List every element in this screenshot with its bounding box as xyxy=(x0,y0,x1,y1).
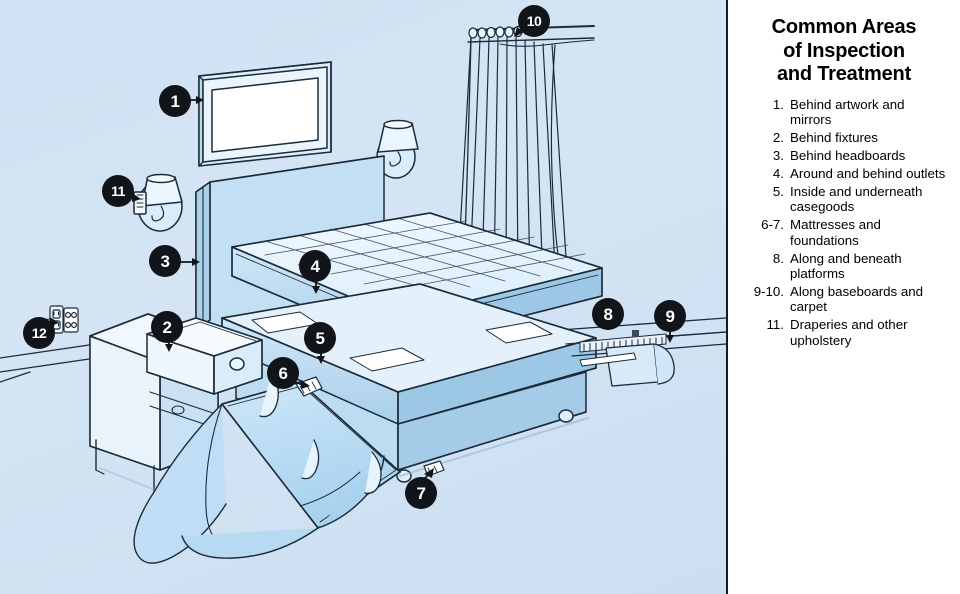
legend-item-number: 2. xyxy=(772,130,784,146)
list-item: 6-7. Mattresses and foundations xyxy=(738,217,948,248)
carpet-tack-strip xyxy=(579,330,667,353)
wall-sconce-right xyxy=(376,119,419,179)
legend-item-text: Draperies and other upholstery xyxy=(790,317,908,348)
legend-title-line-3: and Treatment xyxy=(776,63,912,86)
legend-item-number: 5. xyxy=(772,183,784,199)
legend-item-number: 4. xyxy=(772,165,784,181)
legend-item-number: 11. xyxy=(766,317,785,333)
legend-item-text: Around and behind outlets xyxy=(790,165,946,181)
callout-marker-4: 4 xyxy=(300,251,330,281)
list-item: 9-10. Along baseboards and carpet xyxy=(738,284,948,315)
baseboard-and-carpet xyxy=(565,330,726,387)
legend-title-line-2: of Inspection xyxy=(783,39,905,62)
legend-item-text: Along baseboards and carpet xyxy=(790,283,924,315)
callout-marker-6: 6 xyxy=(268,358,298,388)
legend-item-number: 6-7. xyxy=(761,217,784,233)
list-item: 11. Draperies and other upholstery xyxy=(738,317,948,348)
carpet-edge xyxy=(605,343,675,387)
callout-marker-5: 5 xyxy=(305,323,335,353)
list-item: 4. Around and behind outlets xyxy=(738,166,948,181)
legend-item-number: 9-10. xyxy=(753,283,784,299)
callout-marker-9: 9 xyxy=(655,301,685,331)
legend-item-text: Behind headboards xyxy=(790,148,906,164)
legend-item-number: 1. xyxy=(772,96,784,112)
legend-item-text: Behind artwork and mirrors xyxy=(790,96,905,128)
callout-marker-10: 10 xyxy=(519,6,549,36)
callout-marker-3: 3 xyxy=(150,246,180,276)
callout-marker-2: 2 xyxy=(152,312,182,342)
legend-title-line-1: Common Areas xyxy=(771,16,917,38)
legend-item-number: 8. xyxy=(772,250,784,266)
legend-item-text: Inside and underneath casegoods xyxy=(790,183,923,215)
callout-marker-8: 8 xyxy=(593,299,623,329)
bedroom-scene-drawing xyxy=(0,23,726,564)
nightstand-open-drawer xyxy=(146,317,263,395)
legend-title: Common Areas of Inspection and Treatment xyxy=(738,16,950,87)
list-item: 8. Along and beneath platforms xyxy=(738,251,948,282)
bed-sheet-draped xyxy=(133,371,445,564)
callout-marker-12: 12 xyxy=(24,318,54,348)
list-item: 2. Behind fixtures xyxy=(738,130,948,145)
legend-item-text: Mattresses and foundations xyxy=(790,217,881,248)
quilting-grid xyxy=(264,217,586,293)
wall-outlet xyxy=(39,305,79,334)
baseboard-left xyxy=(0,343,97,383)
legend-item-number: 3. xyxy=(772,148,784,164)
framed-artwork xyxy=(198,61,332,167)
legend-item-text: Along and beneath platforms xyxy=(790,250,902,281)
list-item: 5. Inside and underneath casegoods xyxy=(738,184,948,215)
legend-item-list: 1. Behind artwork and mirrors 2. Behind … xyxy=(728,97,960,348)
list-item: 3. Behind headboards xyxy=(738,148,948,163)
wall-sconce-left xyxy=(133,173,183,232)
bedroom-illustration-panel: 1 2 3 4 5 6 7 8 9 10 11 12 xyxy=(0,0,728,594)
legend-item-text: Behind fixtures xyxy=(790,130,878,146)
legend-panel: Common Areas of Inspection and Treatment… xyxy=(728,0,960,594)
callout-marker-7: 7 xyxy=(406,478,436,508)
list-item: 1. Behind artwork and mirrors xyxy=(738,97,948,128)
callout-marker-11: 11 xyxy=(103,176,133,206)
callout-marker-1: 1 xyxy=(160,86,190,116)
